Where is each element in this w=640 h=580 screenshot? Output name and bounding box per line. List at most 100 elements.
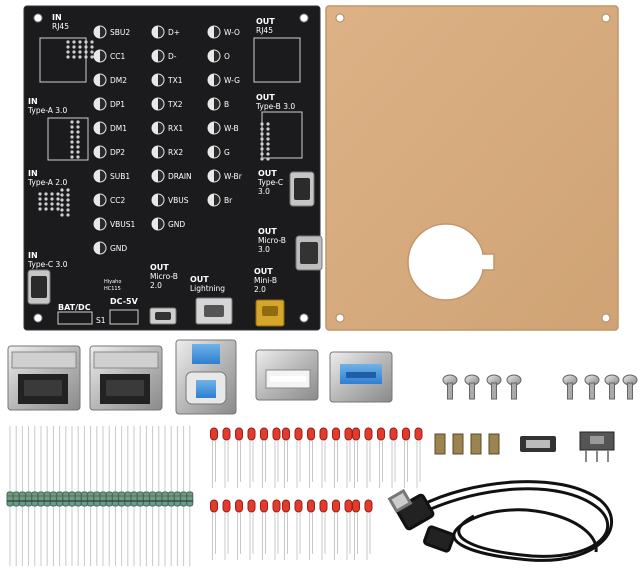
resistor	[56, 426, 64, 566]
pcb-led-label: DRAIN	[168, 172, 192, 181]
pcb-pin	[66, 193, 70, 197]
pcb-pin	[84, 40, 88, 44]
pcb-pin	[66, 198, 70, 202]
pcb-pin	[260, 147, 264, 151]
pcb-led-marker	[152, 26, 158, 38]
led	[222, 427, 231, 488]
pcb-led-label: RX2	[168, 148, 183, 157]
pcb-pin	[84, 50, 88, 54]
pcb-pin	[78, 40, 82, 44]
pcb-pin	[72, 55, 76, 59]
resistor	[118, 426, 126, 566]
pcb-led-marker	[152, 170, 158, 182]
pcb-led-label: W-G	[224, 76, 240, 85]
pcb-led-marker	[94, 98, 100, 110]
pcb-brand: Hiyaho	[104, 279, 121, 285]
pcb-led-label: W-Br	[224, 172, 243, 181]
pcb-label-out-microb2-2: 2.0	[150, 281, 162, 290]
pcb-led-label: CC1	[110, 52, 125, 61]
pcb-led-label: DM1	[110, 124, 127, 133]
resistor	[173, 426, 181, 566]
pcb-led-marker	[208, 122, 214, 134]
pcb-label-out-typeb3-1: Type-B 3.0	[255, 102, 295, 111]
pcb-label-in-rj45-0: IN	[52, 13, 62, 22]
resistor	[31, 426, 39, 566]
pcb-pin	[66, 40, 70, 44]
led	[364, 427, 373, 488]
pcb-pin	[76, 130, 80, 134]
pcb-led-marker	[152, 74, 158, 86]
screw	[464, 374, 480, 400]
pcb-pin	[66, 213, 70, 217]
screw	[622, 374, 638, 400]
pcb-pin	[260, 157, 264, 161]
resistor	[68, 426, 76, 566]
pcb-label-out-microb3-2: 3.0	[258, 245, 270, 254]
standoff	[434, 433, 446, 455]
pcb-pin	[76, 150, 80, 154]
pcb-pin	[266, 122, 270, 126]
pcb-pin	[78, 50, 82, 54]
resistor	[186, 426, 194, 566]
pcb-led-label: DP1	[110, 100, 125, 109]
pcb-pin	[66, 45, 70, 49]
led	[222, 499, 231, 560]
pcb-pin	[60, 213, 64, 217]
led	[282, 499, 290, 560]
led	[294, 499, 303, 560]
pcb-label-out-typec3-2: 3.0	[258, 187, 270, 196]
pcb-label-out-minib2-2: 2.0	[254, 285, 266, 294]
pcb-pin	[76, 145, 80, 149]
screw	[562, 374, 578, 400]
pcb-pin	[260, 122, 264, 126]
led	[352, 427, 360, 488]
led	[260, 499, 268, 560]
pcb-pin	[84, 45, 88, 49]
led	[294, 427, 303, 488]
pcb-label-out-microb3-1: Micro-B	[258, 236, 286, 245]
pcb-pin	[60, 193, 64, 197]
pcb-pin	[70, 145, 74, 149]
pcb-connectors	[27, 171, 323, 327]
pcb-led-marker	[208, 50, 214, 62]
resistor	[161, 426, 169, 566]
pcb-pin	[44, 192, 48, 196]
pcb-pin	[78, 55, 82, 59]
pcb-led-label: VBUS1	[110, 220, 136, 229]
pcb-led-label: VBUS	[168, 196, 189, 205]
resistor	[37, 426, 45, 566]
pcb-led-marker	[208, 170, 214, 182]
led	[319, 427, 328, 488]
pcb-pin	[70, 125, 74, 129]
pcb-led-label: G	[224, 148, 230, 157]
pcb-pin	[260, 137, 264, 141]
resistor	[99, 426, 107, 566]
resistor	[180, 426, 188, 566]
pcb-led-label: DP2	[110, 148, 125, 157]
pcb-pin	[70, 130, 74, 134]
pcb-led-label: B	[224, 100, 229, 109]
pcb-led-marker	[94, 122, 100, 134]
acrylic-plate	[325, 5, 619, 331]
pcb-led-label: W-O	[224, 28, 240, 37]
pcb-pin	[50, 202, 54, 206]
pcb-led-label: Br	[224, 196, 233, 205]
pcb-led-marker	[94, 26, 100, 38]
led	[247, 427, 256, 488]
resistor	[111, 426, 119, 566]
resistor	[155, 426, 163, 566]
led	[344, 427, 353, 488]
pcb-led-label: SBU2	[110, 28, 130, 37]
pcb-label-out-typec3-1: Type-C	[257, 178, 283, 187]
pcb-label-in-typea3-0: IN	[28, 97, 38, 106]
slide-switch	[520, 436, 556, 452]
pcb-label-out-lightning-1: Lightning	[190, 284, 225, 293]
pcb-label-out-microb3-0: OUT	[258, 227, 277, 236]
pcb-label-out-minib2-1: Mini-B	[254, 276, 277, 285]
pcb-pin	[90, 55, 94, 59]
pcb-led-label: SUB1	[110, 172, 130, 181]
pcb-pin	[66, 50, 70, 54]
led	[307, 499, 315, 560]
pcb-pin	[90, 50, 94, 54]
led	[414, 427, 423, 488]
